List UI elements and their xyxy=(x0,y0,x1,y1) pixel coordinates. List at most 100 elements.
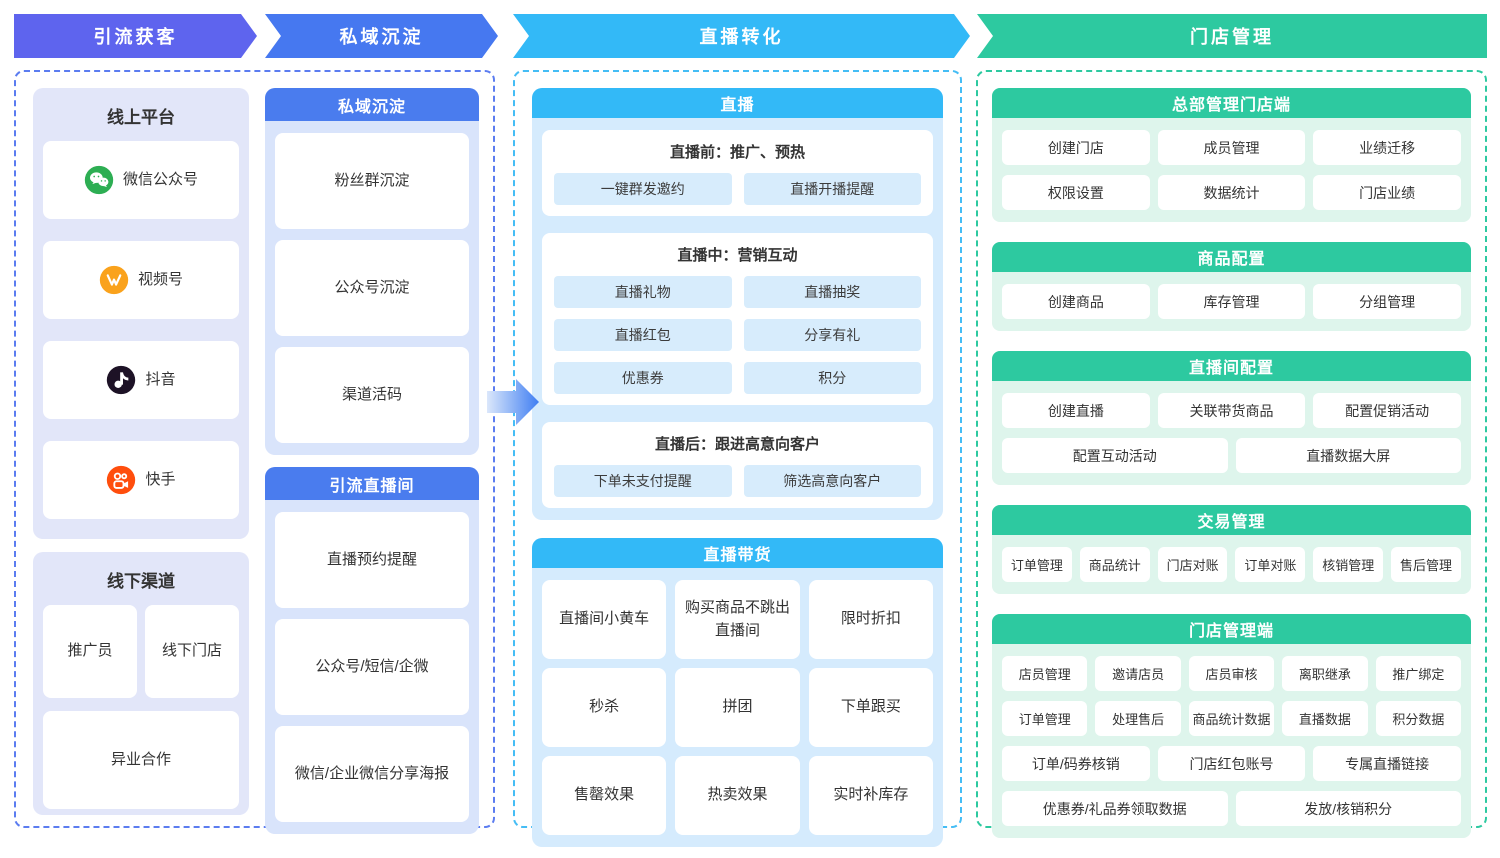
feature-card: 业绩迁移 xyxy=(1313,130,1462,165)
store-section-panel: 直播间配置创建直播关联带货商品配置促销活动配置互动活动直播数据大屏 xyxy=(992,351,1471,485)
feature-card: 离职继承 xyxy=(1282,656,1368,691)
feature-card: 成员管理 xyxy=(1157,130,1306,165)
feature-card: 订单管理 xyxy=(1002,701,1088,736)
live-stage-title: 直播前：推广、预热 xyxy=(669,144,805,161)
feature-chip: 一键群发邀约 xyxy=(554,173,732,205)
store-section-panel: 交易管理订单管理商品统计门店对账订单对账核销管理售后管理 xyxy=(992,505,1471,594)
feature-card: 门店红包账号 xyxy=(1157,746,1306,781)
offline-channel-card: 推广员 xyxy=(43,605,137,698)
flow-step-3: 直播转化 xyxy=(513,14,970,58)
panel-header: 引流直播间 xyxy=(265,467,479,500)
online-platform-panel: 线上平台 微信公众号视频号抖音快手 xyxy=(33,88,249,539)
feature-card: 粉丝群沉淀 xyxy=(275,133,469,229)
panel-body: 粉丝群沉淀公众号沉淀渠道活码 xyxy=(265,121,479,455)
feature-chip: 筛选高意向客户 xyxy=(743,465,921,497)
panel-body: 订单管理商品统计门店对账订单对账核销管理售后管理 xyxy=(992,535,1471,594)
feature-card: 商品统计数据 xyxy=(1188,701,1275,736)
feature-row: 优惠券/礼品券领取数据发放/核销积分 xyxy=(1002,791,1461,826)
flow-step-4: 门店管理 xyxy=(977,14,1487,58)
flow-step-1: 引流获客 xyxy=(14,14,257,58)
platform-card: 快手 xyxy=(43,441,239,519)
feature-card: 数据统计 xyxy=(1157,175,1306,210)
private-domain-panel: 引流直播间直播预约提醒公众号/短信/企微微信/企业微信分享海报 xyxy=(265,467,479,834)
feature-card: 秒杀 xyxy=(542,668,667,747)
flow-step-2: 私域沉淀 xyxy=(265,14,498,58)
store-section-panel: 总部管理门店端创建门店成员管理业绩迁移权限设置数据统计门店业绩 xyxy=(992,88,1471,222)
panel-body: 创建直播关联带货商品配置促销活动配置互动活动直播数据大屏 xyxy=(992,381,1471,485)
live-conversion-container: 直播 直播前：推广、预热一键群发邀约直播开播提醒直播中：营销互动直播礼物直播抽奖… xyxy=(513,70,962,847)
feature-card: 公众号沉淀 xyxy=(275,240,469,336)
platform-card: 抖音 xyxy=(43,341,239,419)
feature-card: 下单跟买 xyxy=(808,668,933,747)
feature-card: 配置互动活动 xyxy=(1002,438,1228,473)
feature-chip: 直播礼物 xyxy=(554,276,732,308)
platform-label: 微信公众号 xyxy=(122,170,198,188)
offline-channel-title: 线下渠道 xyxy=(107,572,175,591)
feature-row: 创建门店成员管理业绩迁移 xyxy=(1002,130,1462,165)
acquisition-column: 线上平台 微信公众号视频号抖音快手 线下渠道 推广员线下门店 异业合作 xyxy=(33,88,249,815)
feature-row: 创建商品库存管理分组管理 xyxy=(1002,284,1462,319)
feature-card: 限时折扣 xyxy=(808,580,933,659)
store-management-container: 总部管理门店端创建门店成员管理业绩迁移权限设置数据统计门店业绩商品配置创建商品库… xyxy=(976,70,1487,838)
feature-card: 门店对账 xyxy=(1157,547,1228,582)
feature-chip: 下单未支付提醒 xyxy=(554,465,732,497)
feature-card: 实时补库存 xyxy=(808,756,933,835)
live-stage-title: 直播后：跟进高意向客户 xyxy=(654,436,820,453)
feature-card: 优惠券/礼品券领取数据 xyxy=(1002,791,1228,826)
panel-body: 店员管理邀请店员店员审核离职继承推广绑定订单管理处理售后商品统计数据直播数据积分… xyxy=(992,644,1471,838)
feature-chip: 直播红包 xyxy=(554,319,732,351)
feature-card: 核销管理 xyxy=(1313,547,1384,582)
platform-label: 抖音 xyxy=(145,370,176,388)
feature-row: 创建直播关联带货商品配置促销活动 xyxy=(1002,393,1462,428)
feature-card: 推广绑定 xyxy=(1375,656,1462,691)
feature-row: 权限设置数据统计门店业绩 xyxy=(1002,175,1462,210)
live-stage-title: 直播中：营销互动 xyxy=(677,247,798,264)
online-platform-title: 线上平台 xyxy=(107,108,175,127)
feature-chip: 直播开播提醒 xyxy=(743,173,921,205)
store-section-panel: 门店管理端店员管理邀请店员店员审核离职继承推广绑定订单管理处理售后商品统计数据直… xyxy=(992,614,1471,838)
feature-card: 创建门店 xyxy=(1002,130,1150,165)
live-selling-panel: 直播带货 直播间小黄车购买商品不跳出直播间限时折扣秒杀拼团下单跟买售罄效果热卖效… xyxy=(532,538,943,847)
offline-channel-card: 异业合作 xyxy=(43,711,239,809)
feature-chip: 分享有礼 xyxy=(743,319,921,351)
feature-card: 库存管理 xyxy=(1157,284,1306,319)
platform-card: 视频号 xyxy=(43,241,239,319)
store-management-column: 总部管理门店端创建门店成员管理业绩迁移权限设置数据统计门店业绩商品配置创建商品库… xyxy=(992,88,1471,858)
offline-channel-card: 线下门店 xyxy=(145,605,239,698)
live-stage-list: 直播前：推广、预热一键群发邀约直播开播提醒直播中：营销互动直播礼物直播抽奖直播红… xyxy=(532,118,943,520)
online-platform-list: 微信公众号视频号抖音快手 xyxy=(43,141,239,519)
feature-card: 微信/企业微信分享海报 xyxy=(275,726,469,822)
feature-row: 店员管理邀请店员店员审核离职继承推广绑定 xyxy=(1002,656,1462,691)
feature-card: 直播数据大屏 xyxy=(1235,438,1461,473)
feature-row: 订单管理处理售后商品统计数据直播数据积分数据 xyxy=(1002,701,1462,736)
feature-card: 售罄效果 xyxy=(542,756,667,835)
feature-card: 店员管理 xyxy=(1002,656,1088,691)
feature-card: 热卖效果 xyxy=(675,756,800,835)
live-selling-header: 直播带货 xyxy=(532,538,943,568)
live-panel-header: 直播 xyxy=(532,88,943,118)
offline-channel-panel: 线下渠道 推广员线下门店 异业合作 xyxy=(33,552,249,815)
feature-card: 专属直播链接 xyxy=(1313,746,1462,781)
feature-chip: 直播抽奖 xyxy=(743,276,921,308)
feature-card: 分组管理 xyxy=(1313,284,1462,319)
feature-card: 门店业绩 xyxy=(1313,175,1462,210)
feature-card: 配置促销活动 xyxy=(1313,393,1462,428)
store-section-panel: 商品配置创建商品库存管理分组管理 xyxy=(992,242,1471,331)
live-stage-buttons: 直播礼物直播抽奖直播红包分享有礼优惠券积分 xyxy=(554,276,921,394)
feature-chip: 积分 xyxy=(743,362,921,394)
feature-row: 配置互动活动直播数据大屏 xyxy=(1002,438,1461,473)
live-stage-card: 直播中：营销互动直播礼物直播抽奖直播红包分享有礼优惠券积分 xyxy=(542,233,933,405)
live-panel: 直播 直播前：推广、预热一键群发邀约直播开播提醒直播中：营销互动直播礼物直播抽奖… xyxy=(532,88,943,520)
live-selling-grid: 直播间小黄车购买商品不跳出直播间限时折扣秒杀拼团下单跟买售罄效果热卖效果实时补库… xyxy=(532,568,943,847)
acquisition-private-container: 线上平台 微信公众号视频号抖音快手 线下渠道 推广员线下门店 异业合作 私域沉淀… xyxy=(14,70,495,834)
feature-card: 关联带货商品 xyxy=(1157,393,1306,428)
panel-header: 总部管理门店端 xyxy=(992,88,1471,118)
feature-card: 店员审核 xyxy=(1188,656,1275,691)
feature-card: 直播间小黄车 xyxy=(542,580,667,659)
channels-icon xyxy=(99,265,129,295)
live-stage-card: 直播前：推广、预热一键群发邀约直播开播提醒 xyxy=(542,130,933,216)
feature-card: 渠道活码 xyxy=(275,347,469,443)
panel-body: 创建门店成员管理业绩迁移权限设置数据统计门店业绩 xyxy=(992,118,1471,222)
panel-body: 直播预约提醒公众号/短信/企微微信/企业微信分享海报 xyxy=(265,500,479,834)
live-conversion-column: 直播 直播前：推广、预热一键群发邀约直播开播提醒直播中：营销互动直播礼物直播抽奖… xyxy=(532,88,943,847)
